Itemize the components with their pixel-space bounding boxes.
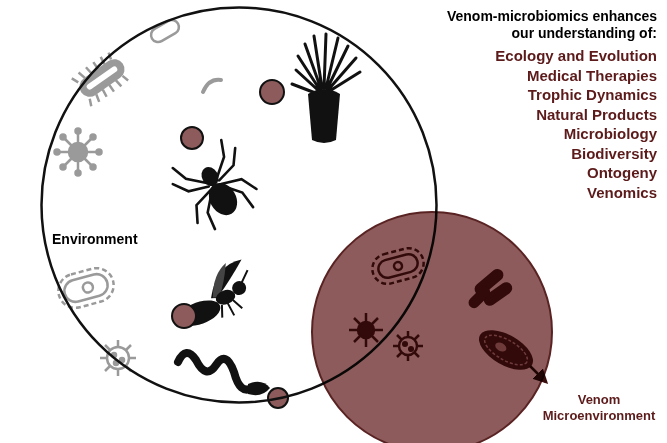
topic-label: Microbiology	[427, 124, 657, 144]
topic-label: Ontogeny	[427, 163, 657, 183]
spacer	[427, 42, 657, 46]
node-label: Environment	[52, 231, 172, 249]
node-label: Venom Microenvironment	[536, 392, 662, 425]
topic-label: Medical Therapies	[427, 66, 657, 86]
spider	[166, 127, 265, 236]
venom-circle: Venom Microenvironment	[310, 210, 554, 443]
circle-shape	[312, 212, 552, 443]
wasp	[166, 257, 261, 334]
topic-label: Natural Products	[427, 105, 657, 125]
heading: Venom-microbiomics enhances our understa…	[427, 8, 657, 42]
circle-outline	[310, 210, 554, 443]
sea-anemone	[260, 34, 360, 143]
heading-block: Venom-microbiomics enhances our understa…	[427, 8, 657, 202]
topic-label: Venomics	[427, 183, 657, 203]
topic-label: Ecology and Evolution	[427, 46, 657, 66]
topic-label: Trophic Dynamics	[427, 85, 657, 105]
topic-label: Biodiversity	[427, 144, 657, 164]
